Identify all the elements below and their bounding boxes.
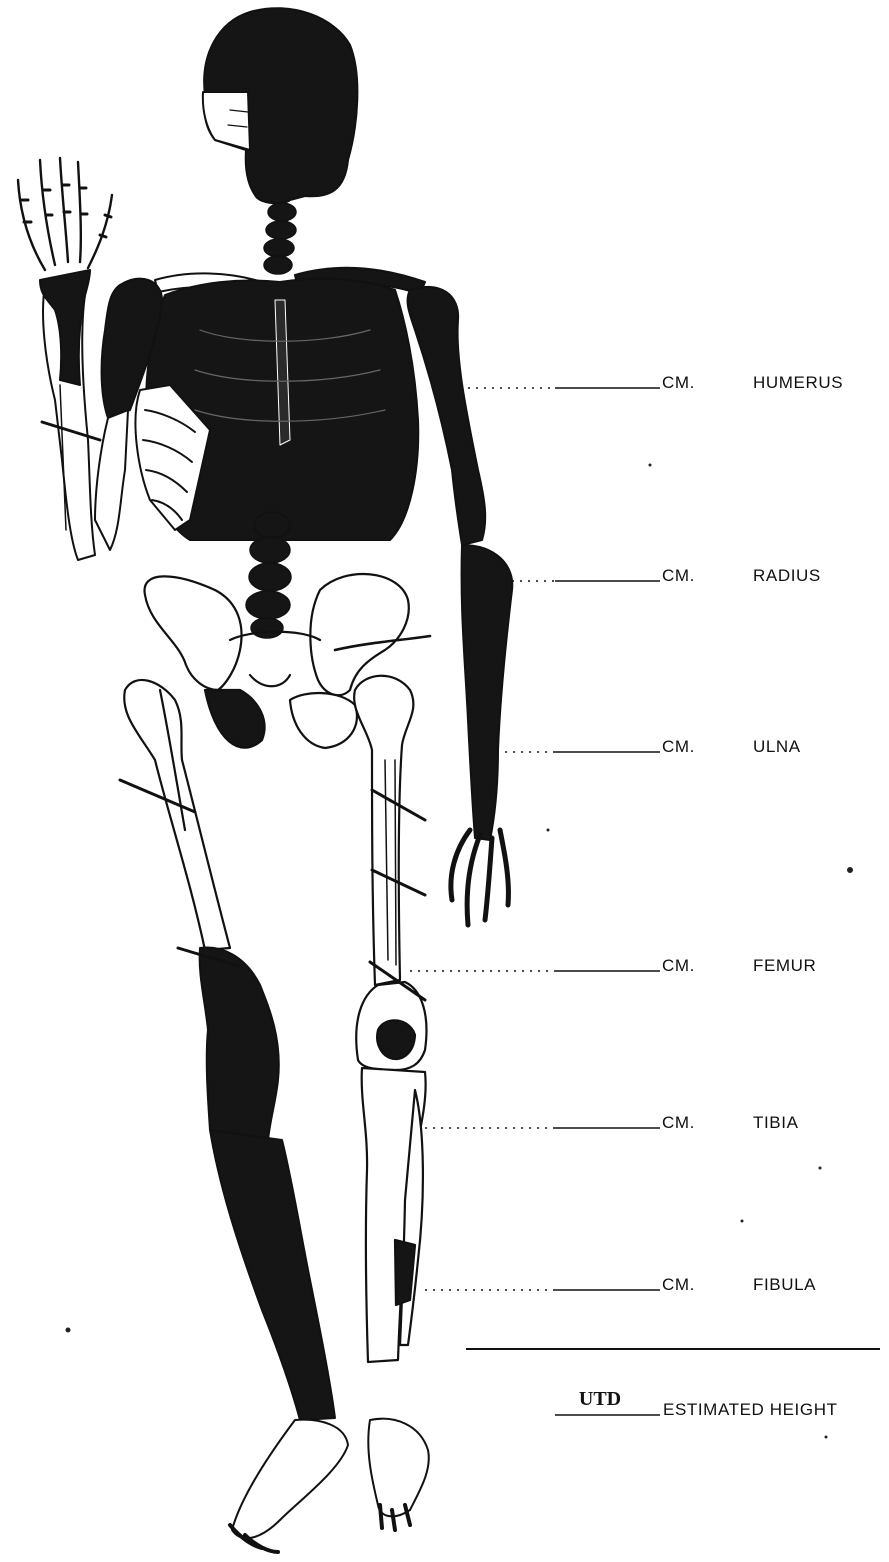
- bone-label: FEMUR: [753, 956, 816, 975]
- left-femur: [354, 676, 426, 1070]
- unit-label: CM.: [662, 737, 695, 756]
- skull: [203, 8, 358, 203]
- bone-label: FIBULA: [753, 1275, 816, 1294]
- right-lower-leg: [200, 947, 335, 1420]
- left-lower-leg: [362, 1068, 426, 1362]
- cervical-spine: [264, 203, 296, 274]
- measurement-row-femur: CM. FEMUR: [410, 956, 816, 975]
- bone-label: RADIUS: [753, 566, 821, 585]
- right-arm: [18, 158, 162, 560]
- estimated-height-value: UTD: [579, 1388, 621, 1410]
- bone-label: HUMERUS: [753, 373, 843, 392]
- measurement-row-radius: CM. RADIUS: [512, 566, 821, 585]
- bone-label: TIBIA: [753, 1113, 799, 1132]
- skeleton-figure: [18, 8, 512, 1552]
- measurement-row-humerus: CM. HUMERUS: [468, 373, 843, 392]
- right-hand: [18, 158, 112, 270]
- measurement-row-tibia: CM. TIBIA: [425, 1113, 799, 1132]
- left-arm: [408, 287, 513, 925]
- unit-label: CM.: [662, 566, 695, 585]
- unit-label: CM.: [662, 956, 695, 975]
- measurement-row-ulna: CM. ULNA: [505, 737, 801, 756]
- unit-label: CM.: [662, 373, 695, 392]
- measurement-row-fibula: CM. FIBULA: [425, 1275, 816, 1294]
- unit-label: CM.: [662, 1113, 695, 1132]
- estimated-height-row: UTD ESTIMATED HEIGHT: [555, 1388, 838, 1419]
- feet: [230, 1419, 429, 1552]
- unit-label: CM.: [662, 1275, 695, 1294]
- estimated-height-label: ESTIMATED HEIGHT: [663, 1400, 838, 1419]
- rib-cage: [135, 279, 418, 540]
- bone-label: ULNA: [753, 737, 801, 756]
